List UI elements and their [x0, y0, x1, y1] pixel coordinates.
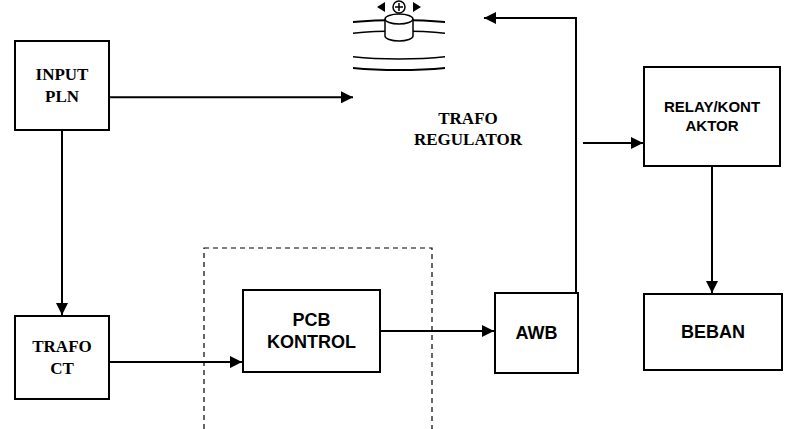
control-box: PCB KONTROL	[242, 289, 381, 373]
arrow-connector	[381, 330, 494, 332]
input-box: INPUT PLN	[14, 40, 110, 131]
node-label: TRAFO CT	[21, 336, 103, 379]
relay-box: RELAY/KONT AKTOR	[643, 66, 781, 167]
load-box: BEBAN	[643, 293, 783, 371]
node-label: INPUT PLN	[21, 64, 103, 107]
node-label: TRAFO REGULATOR	[403, 108, 533, 151]
arrow-connector	[110, 361, 242, 363]
cylinder-outline	[353, 0, 445, 91]
node-label: BEBAN	[681, 321, 745, 344]
node-label: PCB KONTROL	[249, 309, 374, 354]
transformer-cylinder: TRAFO REGULATOR	[353, 0, 583, 216]
ct-box: TRAFO CT	[14, 315, 110, 400]
arrow-connector	[711, 167, 713, 293]
arrow-connector	[583, 142, 643, 144]
arrow-connector	[61, 131, 63, 315]
breaker-box: AWB	[494, 292, 579, 374]
dashed-group-outline	[204, 248, 432, 429]
node-label: AWB	[516, 322, 558, 345]
node-label: RELAY/KONT AKTOR	[650, 98, 774, 136]
arrow-connector	[484, 18, 576, 292]
arrow-connector	[110, 96, 353, 98]
